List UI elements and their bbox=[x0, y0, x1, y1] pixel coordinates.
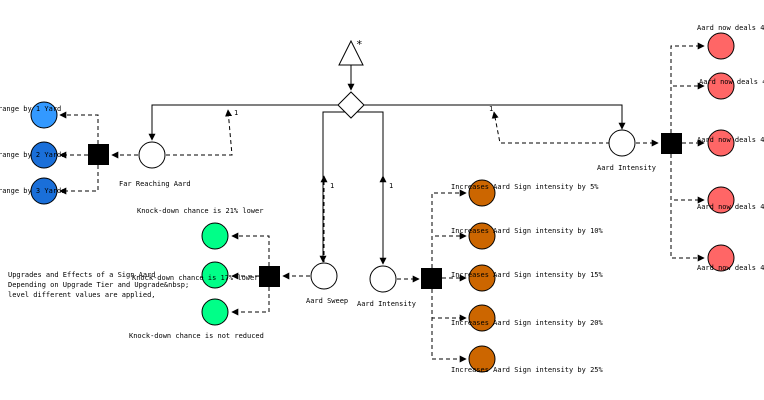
damage-label-2: Aard now deals 40 bbox=[699, 78, 764, 86]
range-label-3: range by 3 Yards bbox=[0, 187, 65, 195]
multiplier-far-reaching: 1 bbox=[234, 109, 238, 117]
damage-label-3: Aard now deals 40 bbox=[697, 136, 764, 144]
aard-intensity-node bbox=[369, 265, 397, 293]
gate-diamond bbox=[337, 91, 365, 119]
aard-sweep-node bbox=[310, 262, 338, 290]
multiplier-intensity: 1 bbox=[389, 182, 393, 190]
knockdown-label-2: Knock-down chance is 17% lower bbox=[132, 274, 258, 282]
damage-pool-5 bbox=[707, 244, 735, 272]
damage-pool-3 bbox=[707, 129, 735, 157]
edge-diamond-sweep bbox=[319, 111, 345, 263]
range-pool-1 bbox=[30, 101, 58, 129]
edge-diamond-far-reaching bbox=[148, 104, 338, 141]
knockdown-pool-1 bbox=[201, 222, 229, 250]
intensity-converter bbox=[421, 268, 442, 289]
range-pool-2 bbox=[30, 141, 58, 169]
note-line-3: level different values are applied, bbox=[8, 291, 156, 299]
damage-label-1: Aard now deals 40 bbox=[697, 24, 764, 32]
start-marker: * bbox=[356, 38, 363, 51]
edge-diamond-intensity bbox=[357, 111, 387, 265]
sweep-converter bbox=[259, 266, 280, 287]
edge-intensity-out-4 bbox=[431, 289, 467, 322]
edge-far-reaching-out-1 bbox=[59, 111, 99, 144]
aard-sweep-label: Aard Sweep bbox=[306, 297, 348, 305]
damage-pool-1 bbox=[707, 32, 735, 60]
intensity-pool-1 bbox=[468, 179, 496, 207]
damage-label-4: Aard now deals 40 bbox=[697, 203, 764, 211]
note-line-1: Upgrades and Effects of a Sign Aard bbox=[8, 271, 156, 279]
range-label-2: range by 2 Yards bbox=[0, 151, 65, 159]
right-aard-intensity-label: Aard Intensity bbox=[597, 164, 656, 172]
right-intensity-converter bbox=[661, 133, 682, 154]
range-label-1: range by 1 Yard bbox=[0, 105, 61, 113]
far-reaching-aard-node bbox=[138, 141, 166, 169]
multiplier-sweep: 1 bbox=[330, 182, 334, 190]
multiplier-right-intensity: 1 bbox=[489, 105, 493, 113]
edge-damage-out-5 bbox=[670, 154, 705, 262]
intensity-label-1: Increases Aard Sign intensity by 5% bbox=[451, 183, 599, 191]
intensity-pool-4 bbox=[468, 304, 496, 332]
knockdown-label-3: Knock-down chance is not reduced bbox=[129, 332, 264, 340]
edge-damage-out-4 bbox=[670, 154, 705, 204]
edge-intensity-out-5 bbox=[431, 289, 467, 363]
edge-sweep-out-3 bbox=[231, 287, 270, 316]
return-edge-far-reaching bbox=[166, 109, 233, 156]
return-edge-right-intensity bbox=[491, 111, 610, 144]
edge-intensity-out-2 bbox=[431, 232, 467, 268]
edge-damage-out-1 bbox=[670, 42, 705, 133]
far-reaching-aard-label: Far Reaching Aard bbox=[119, 180, 191, 188]
damage-pool-2 bbox=[707, 72, 735, 100]
knockdown-pool-3 bbox=[201, 298, 229, 326]
knockdown-label-1: Knock-down chance is 21% lower bbox=[137, 207, 263, 215]
right-aard-intensity-node bbox=[608, 129, 636, 157]
edge-far-reaching-out-3 bbox=[59, 165, 99, 195]
intensity-label-4: Increases Aard Sign intensity by 20% bbox=[451, 319, 604, 327]
intensity-pool-5 bbox=[468, 345, 496, 373]
damage-pool-4 bbox=[707, 186, 735, 214]
note-line-2: Depending on Upgrade Tier and Upgrade&nb… bbox=[8, 281, 189, 289]
intensity-label-3: Increases Aard Sign intensity by 15% bbox=[451, 271, 604, 279]
intensity-label-2: Increases Aard Sign intensity by 10% bbox=[451, 227, 604, 235]
edge-damage-out-2 bbox=[670, 82, 705, 133]
intensity-pool-2 bbox=[468, 222, 496, 250]
intensity-pool-3 bbox=[468, 264, 496, 292]
far-reaching-converter bbox=[88, 144, 109, 165]
knockdown-pool-2 bbox=[201, 261, 229, 289]
intensity-label-5: Increases Aard Sign intensity by 25% bbox=[451, 366, 604, 374]
aard-intensity-label: Aard Intensity bbox=[357, 300, 416, 308]
edge-diamond-right-intensity bbox=[364, 104, 626, 130]
damage-label-5: Aard now deals 40 bbox=[697, 264, 764, 272]
range-pool-3 bbox=[30, 177, 58, 205]
edge-sweep-out-1 bbox=[231, 232, 270, 266]
